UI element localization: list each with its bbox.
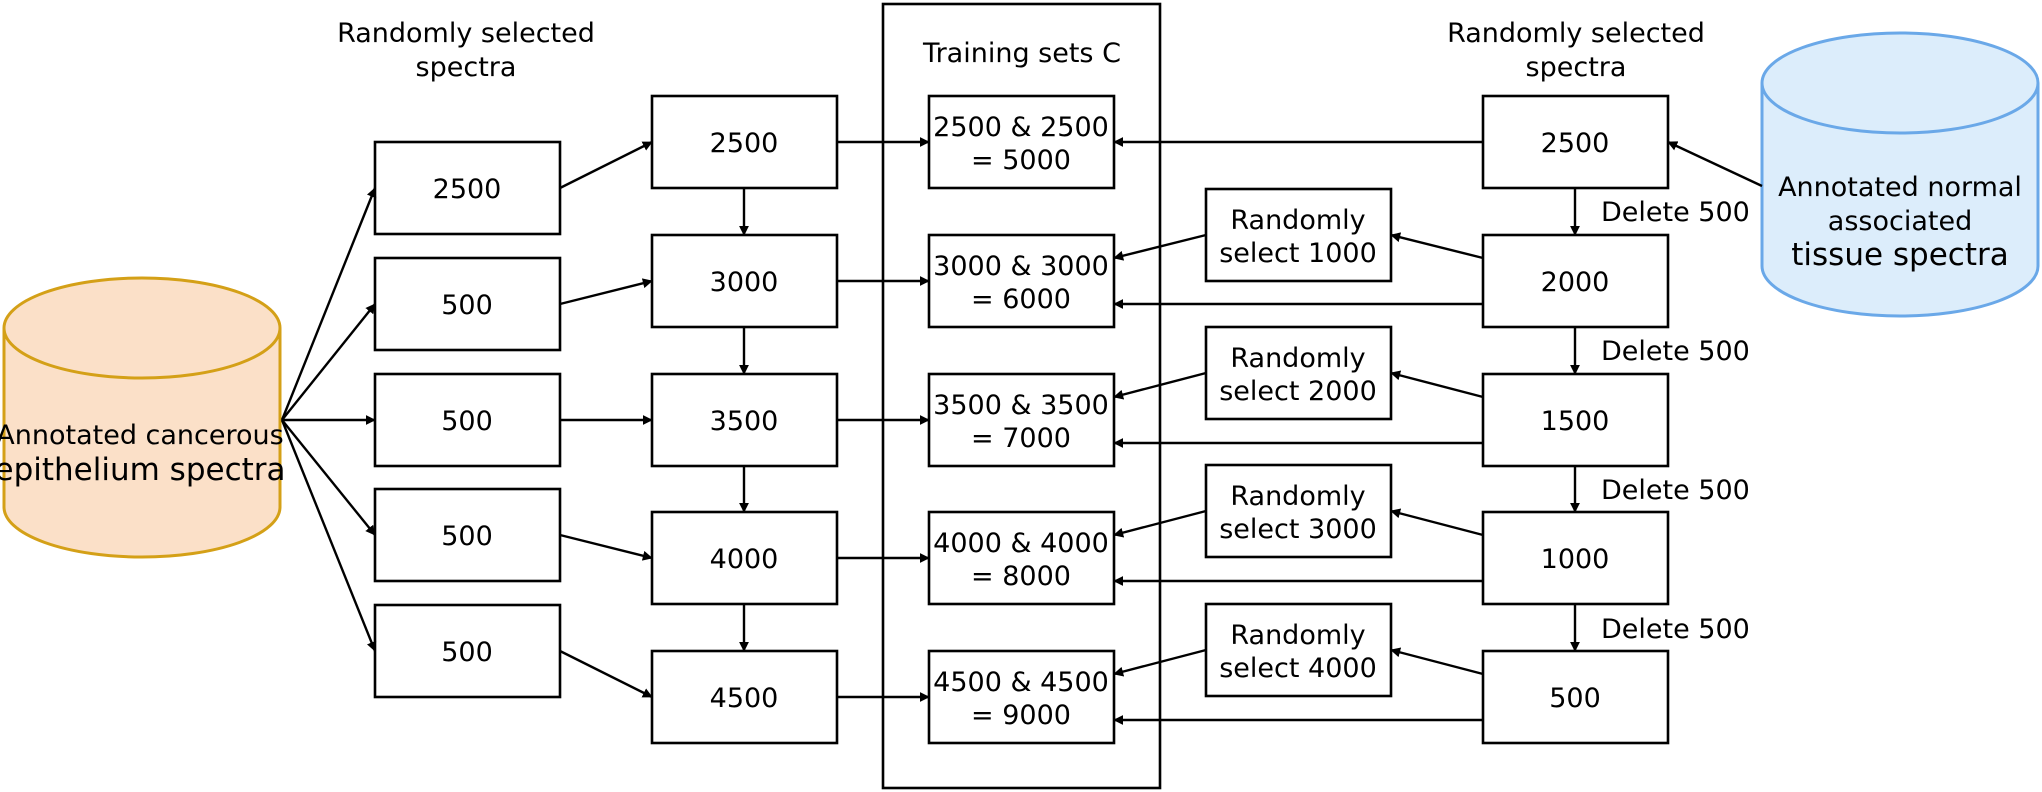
cancer-database-label-line1: Annotated cancerous — [0, 420, 284, 451]
delete-label: Delete 500 — [1601, 336, 1750, 367]
left-sample-label: 500 — [441, 290, 493, 321]
arrow — [280, 419, 377, 652]
cancer-database-label-line2: epithelium spectra — [0, 452, 286, 488]
cumulative-label: 3500 — [710, 406, 779, 437]
reselect-line2: select 4000 — [1219, 653, 1377, 684]
delete-label: Delete 500 — [1601, 197, 1750, 228]
normal-database-label-line2: associated — [1828, 206, 1972, 237]
left-sample-label: 2500 — [433, 174, 502, 205]
arrow — [559, 533, 653, 561]
cumulative-label: 2500 — [710, 128, 779, 159]
left-sample-label: 500 — [441, 521, 493, 552]
delete-label: Delete 500 — [1601, 614, 1750, 645]
training-set-box — [927, 649, 1116, 745]
cumulative-label: 4500 — [710, 683, 779, 714]
training-set-line2: = 8000 — [971, 561, 1071, 592]
reselect-box — [1204, 187, 1393, 283]
left-sample-label: 500 — [441, 637, 493, 668]
right-header-line1: Randomly selected — [1447, 18, 1705, 49]
training-set-line1: 2500 & 2500 — [933, 112, 1109, 143]
arrow — [559, 649, 653, 699]
reselect-line1: Randomly — [1230, 343, 1365, 374]
right-count-label: 500 — [1549, 683, 1601, 714]
arrow — [1113, 509, 1207, 538]
training-set-line1: 3000 & 3000 — [933, 251, 1109, 282]
training-set-line2: = 5000 — [971, 145, 1071, 176]
normal-database-label-line1: Annotated normal — [1778, 172, 2022, 203]
cumulative-box — [650, 510, 839, 606]
arrow — [1113, 648, 1207, 677]
arrow — [1667, 140, 1763, 188]
cumulative-label: 4000 — [710, 544, 779, 575]
normal-database-label-line3: tissue spectra — [1791, 237, 2008, 273]
reselect-box — [1204, 602, 1393, 698]
arrow — [1113, 233, 1207, 261]
middle-header: Training sets C — [922, 38, 1121, 69]
left-sample-box — [373, 256, 562, 352]
right-count-box — [1481, 94, 1670, 190]
training-set-box — [927, 233, 1116, 329]
reselect-line1: Randomly — [1230, 481, 1365, 512]
right-header-line2: spectra — [1526, 52, 1627, 83]
arrow — [281, 303, 376, 421]
training-set-line1: 4000 & 4000 — [933, 528, 1109, 559]
arrow — [280, 187, 377, 421]
edges — [280, 137, 1763, 725]
right-count-label: 2500 — [1541, 128, 1610, 159]
training-set-line2: = 9000 — [971, 700, 1071, 731]
right-count-box — [1481, 649, 1670, 745]
reselect-box — [1204, 463, 1393, 559]
arrow — [559, 140, 653, 190]
training-set-line2: = 6000 — [971, 284, 1071, 315]
right-count-label: 1500 — [1541, 406, 1610, 437]
training-sets-frame — [881, 2, 1162, 790]
cancer-database: Annotated cancerous epithelium spectra — [0, 276, 286, 559]
training-set-line1: 4500 & 4500 — [933, 667, 1109, 698]
left-sample-box — [373, 140, 562, 236]
left-sample-label: 500 — [441, 406, 493, 437]
right-count-label: 1000 — [1541, 544, 1610, 575]
left-samples-column: 2500 500 500 500 500 — [373, 140, 562, 699]
normal-database: Annotated normal associated tissue spect… — [1760, 31, 2040, 318]
delete-label: Delete 500 — [1601, 475, 1750, 506]
arrow — [1390, 370, 1484, 399]
reselect-column: Randomly select 1000 Randomly select 200… — [1204, 187, 1393, 698]
arrow — [559, 278, 653, 306]
training-set-box — [927, 372, 1116, 468]
training-sets-column: 2500 & 2500 = 5000 3000 & 3000 = 6000 35… — [927, 94, 1116, 745]
arrow — [1113, 371, 1207, 400]
right-count-label: 2000 — [1541, 267, 1610, 298]
right-count-box — [1481, 372, 1670, 468]
training-set-line1: 3500 & 3500 — [933, 390, 1109, 421]
reselect-line2: select 3000 — [1219, 514, 1377, 545]
reselect-line2: select 1000 — [1219, 238, 1377, 269]
arrow — [1390, 232, 1484, 260]
arrow — [1390, 647, 1484, 676]
arrow — [1390, 508, 1484, 537]
reselect-line1: Randomly — [1230, 620, 1365, 651]
cumulative-column: 2500 3000 3500 4000 4500 — [650, 94, 839, 745]
reselect-line1: Randomly — [1230, 205, 1365, 236]
reselect-line2: select 2000 — [1219, 376, 1377, 407]
arrow — [281, 419, 376, 536]
left-header-line2: spectra — [416, 52, 517, 83]
cumulative-label: 3000 — [710, 267, 779, 298]
training-set-line2: = 7000 — [971, 423, 1071, 454]
left-header-line1: Randomly selected — [337, 18, 595, 49]
training-set-box — [927, 510, 1116, 606]
